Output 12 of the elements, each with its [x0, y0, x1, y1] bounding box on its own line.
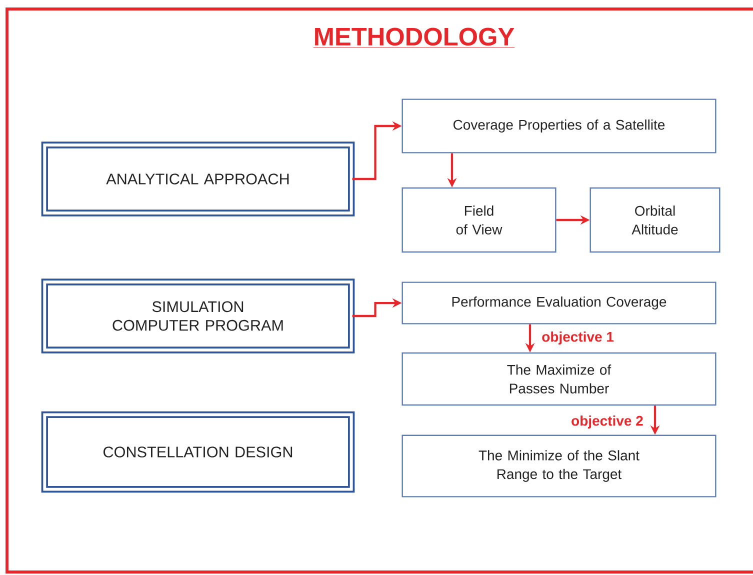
title: METHODOLOGY: [313, 28, 515, 48]
process-box: The Maximize of Passes Number: [402, 352, 716, 406]
edge-label: objective 2: [572, 415, 643, 429]
approach-box: ANALYTICAL APPROACH: [41, 142, 355, 216]
approach-box: CONSTELLATION DESIGN: [41, 411, 355, 493]
process-box: The Minimize of the Slant Range to the Target: [402, 434, 716, 498]
approach-box: SIMULATION COMPUTER PROGRAM: [41, 278, 355, 354]
process-box: Coverage Properties of a Satellite: [402, 98, 716, 154]
process-box: Orbital Altitude: [590, 187, 720, 253]
process-box: Field of View: [402, 187, 556, 253]
edge-label: objective 1: [542, 331, 614, 345]
process-box: Performance Evaluation Coverage: [402, 282, 716, 324]
